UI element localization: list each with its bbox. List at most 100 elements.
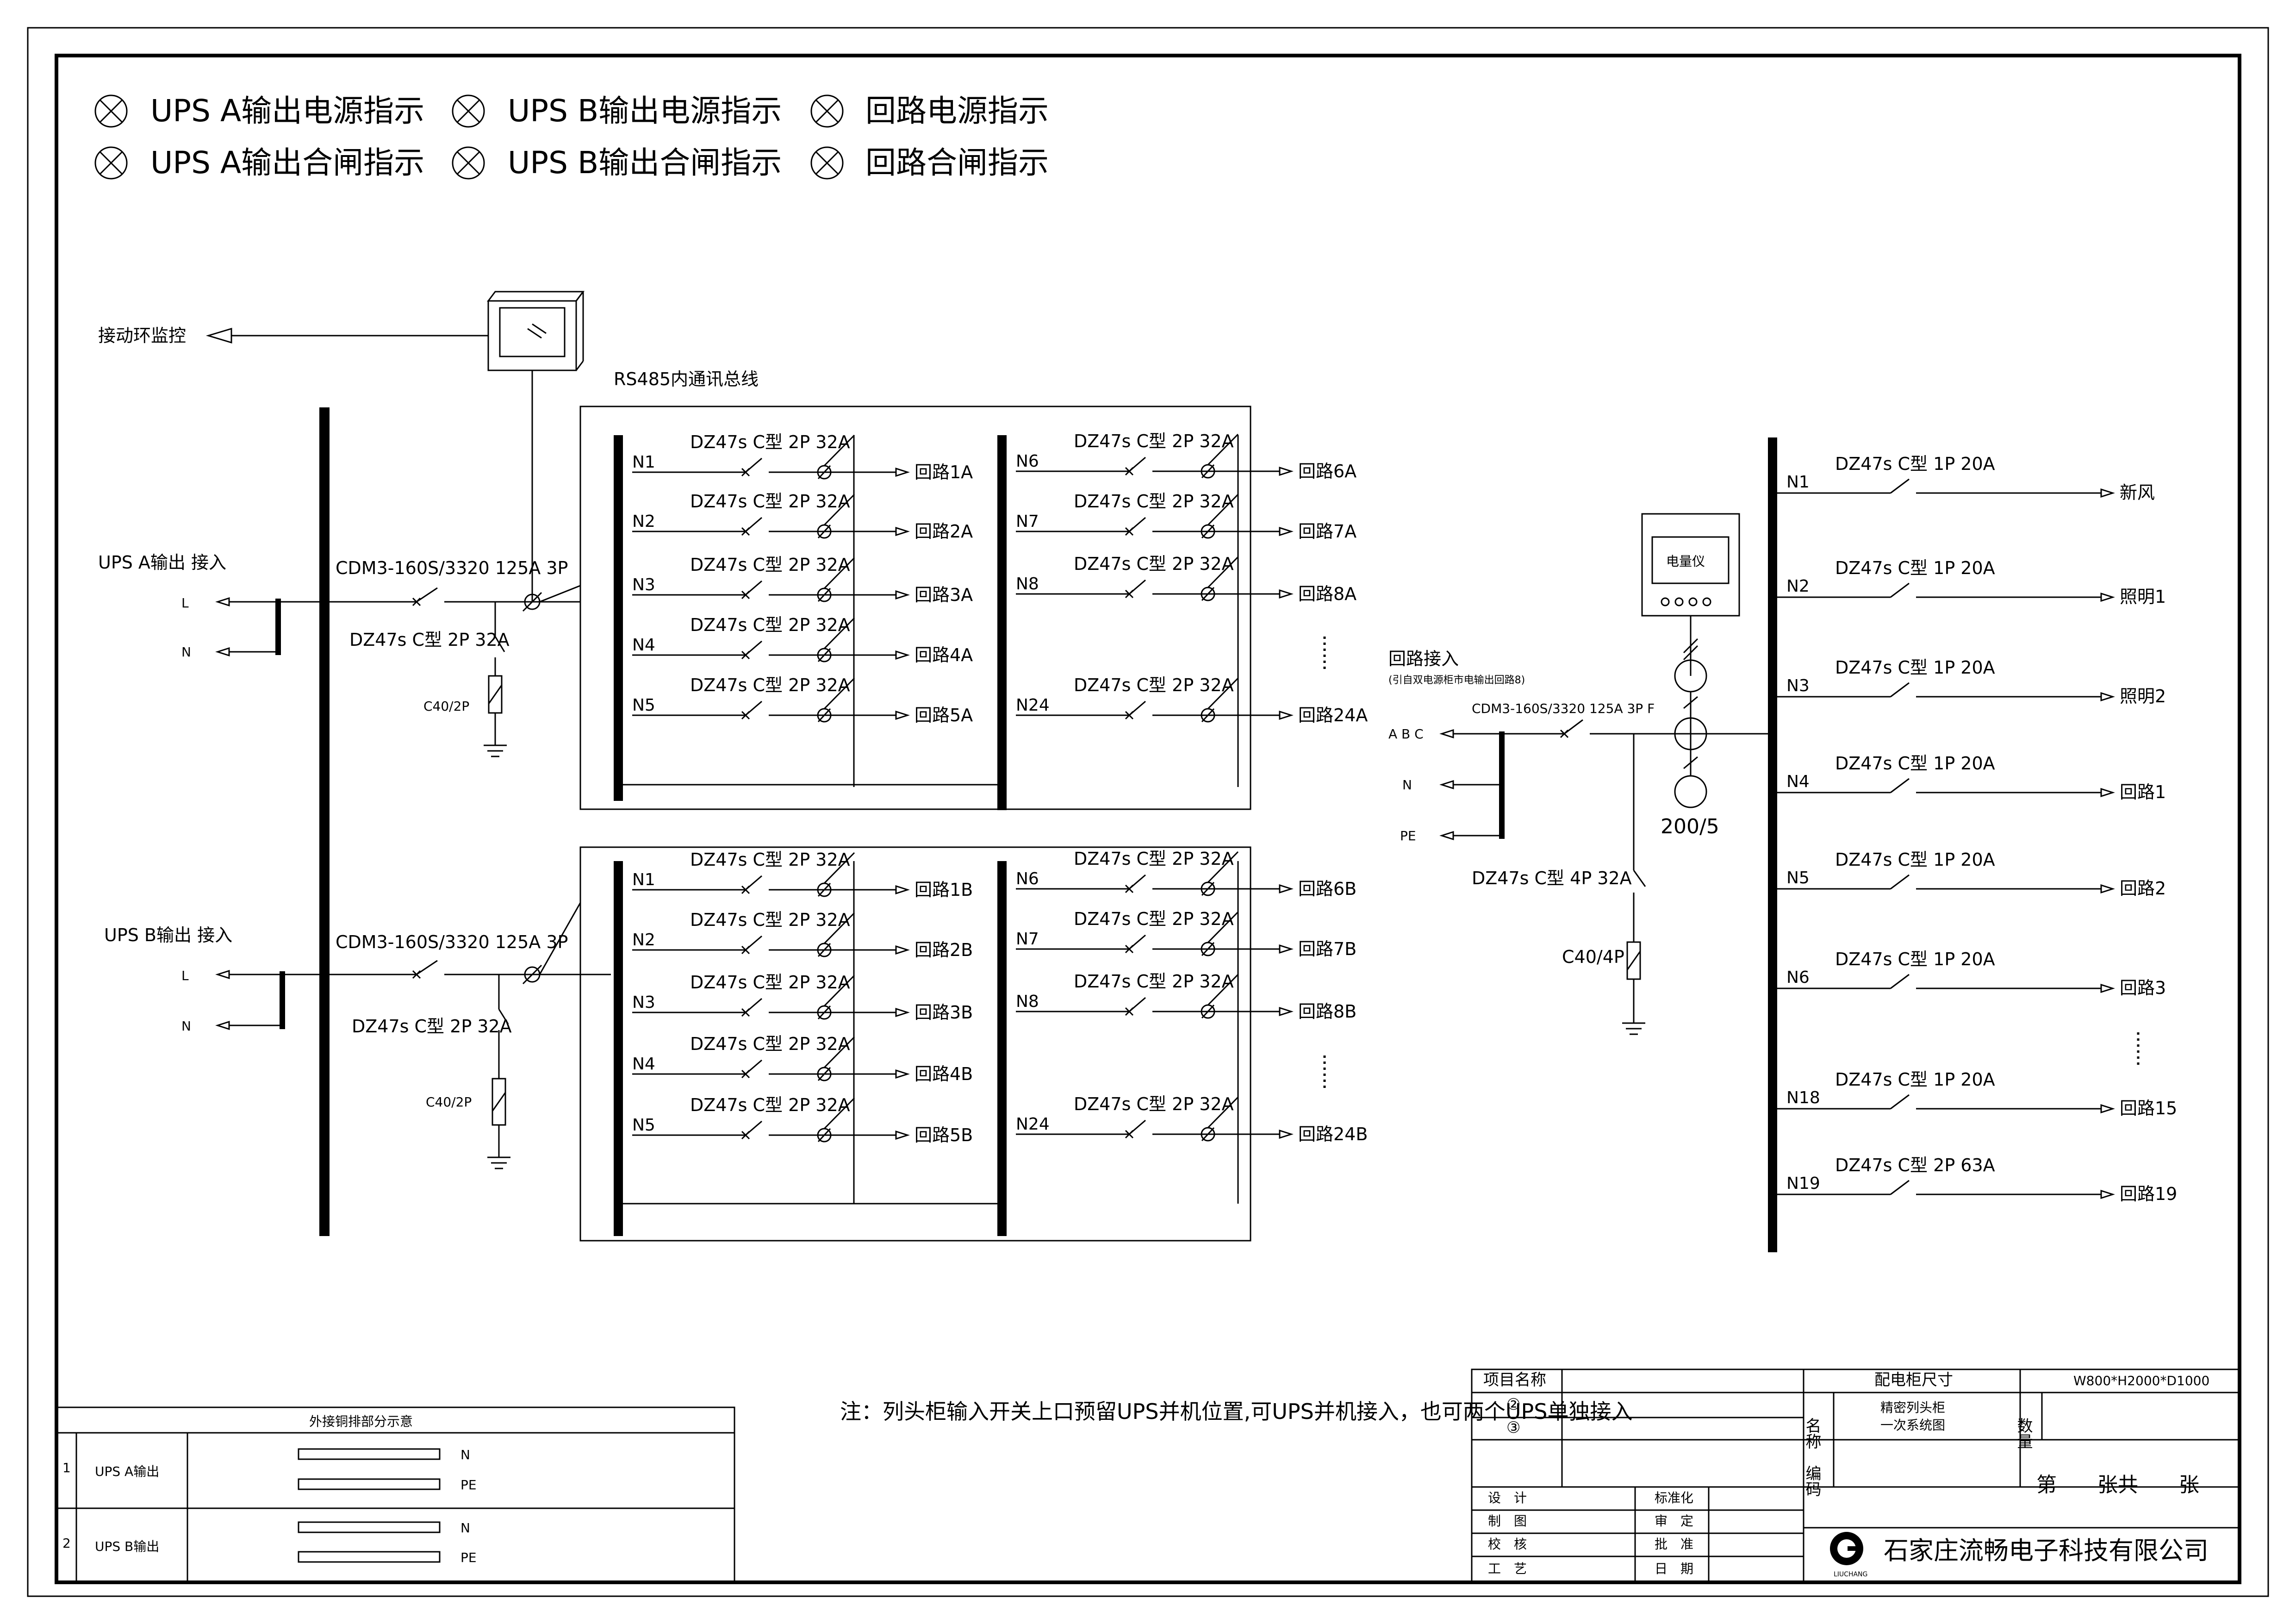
branch-node-label: N5	[632, 1116, 655, 1135]
output-node-label: N4	[1786, 772, 1810, 791]
ups-b-spd-label: C40/2P	[426, 1094, 472, 1110]
output-arrow-icon	[2100, 884, 2115, 894]
output-arrow-icon	[895, 467, 910, 477]
branch-circuit-label: 回路3B	[915, 1002, 973, 1023]
logo-text: LIUCHANG	[1834, 1571, 1867, 1578]
tb-design: 设 计	[1488, 1490, 1527, 1505]
output-arrow-icon	[895, 1069, 910, 1079]
legend-lamp-icon	[452, 94, 485, 128]
branch-circuit-label: 回路24A	[1298, 705, 1368, 725]
company-name: 石家庄流畅电子科技有限公司	[1884, 1536, 2209, 1565]
branch-breaker-label: DZ47s C型 2P 32A	[1074, 909, 1234, 929]
output-arrow-icon	[1279, 1129, 1294, 1139]
branch-breaker-label: DZ47s C型 2P 32A	[690, 555, 850, 575]
branch-node-label: N4	[632, 1055, 655, 1074]
output-circuit-label: 回路1	[2120, 782, 2166, 802]
right-input-subtitle: (引自双电源柜市电输出回路8)	[1388, 675, 1525, 686]
branch-node-label: N5	[632, 696, 655, 715]
ground-icon	[484, 744, 507, 757]
group-a-bus-1	[614, 435, 623, 801]
branch-node-label: N7	[1016, 512, 1039, 531]
input-arrow-icon	[1439, 831, 1454, 841]
ups-a-n-label: N	[181, 644, 191, 660]
branch-node-label: N4	[632, 636, 655, 655]
branch-breaker-label: DZ47s C型 2P 32A	[1074, 971, 1234, 992]
ups-a-main-breaker-label: CDM3-160S/3320 125A 3P	[336, 558, 568, 578]
right-spd-label: C40/4P	[1562, 947, 1624, 967]
output-arrow-icon	[2100, 983, 2115, 993]
output-arrow-icon	[895, 1130, 910, 1140]
output-arrow-icon	[2100, 787, 2115, 798]
output-circuit-label: 回路3	[2120, 978, 2166, 998]
branch-breaker-label: DZ47s C型 2P 32A	[690, 491, 850, 512]
ups-b-input-title: UPS B输出 接入	[104, 925, 232, 945]
output-breaker-label: DZ47s C型 2P 63A	[1835, 1155, 1995, 1175]
tb-row3: ③	[1506, 1418, 1520, 1437]
output-arrow-icon	[1279, 1006, 1294, 1017]
branch-node-label: N24	[1016, 1115, 1050, 1134]
output-arrow-icon	[895, 945, 910, 955]
energy-meter-label: 电量仪	[1666, 554, 1705, 569]
output-circuit-label: 回路15	[2120, 1098, 2177, 1118]
output-arrow-icon	[1279, 944, 1294, 954]
branch-node-label: N8	[1016, 575, 1039, 593]
branch-node-label: N8	[1016, 992, 1039, 1011]
output-node-label: N5	[1786, 868, 1810, 887]
output-circuit-label: 回路19	[2120, 1184, 2177, 1204]
legend-circuit-power: 回路电源指示	[865, 93, 1049, 129]
branch-circuit-label: 回路7B	[1298, 939, 1356, 959]
output-breaker-label: DZ47s C型 1P 20A	[1835, 949, 1995, 969]
branch-breaker-label: DZ47s C型 2P 32A	[1074, 675, 1234, 695]
output-arrow-icon	[1279, 589, 1294, 599]
tb-row2: ②	[1506, 1395, 1520, 1414]
monitor-device-icon	[487, 291, 585, 371]
output-node-label: N6	[1786, 968, 1810, 987]
legend-lamp-icon	[94, 146, 128, 180]
branch-circuit-label: 回路6A	[1298, 461, 1356, 481]
output-arrow-icon	[2100, 592, 2115, 602]
legend-lamp-icon	[452, 146, 485, 180]
ups-a-l-label: L	[181, 595, 189, 611]
output-arrow-icon	[1279, 884, 1294, 894]
ups-a-input-title: UPS A输出 接入	[98, 552, 226, 573]
tb-name-label: 名称	[1803, 1418, 1821, 1449]
branch-node-label: N2	[632, 931, 655, 949]
legend-lamp-icon	[810, 146, 844, 180]
rs485-label: RS485内通讯总线	[614, 369, 759, 389]
tb-sheet: 第 张共 张	[2036, 1473, 2199, 1497]
output-breaker-label: DZ47s C型 1P 20A	[1835, 657, 1995, 678]
ct-ratio-label: 200/5	[1661, 815, 1719, 838]
output-arrow-icon	[895, 710, 910, 720]
right-main-breaker	[1560, 719, 1768, 738]
legend-lamp-icon	[810, 94, 844, 128]
branch-breaker-label: DZ47s C型 2P 32A	[690, 1034, 850, 1054]
ups-b-input-bar	[280, 971, 285, 1029]
output-circuit: N4 DZ47s C型 1P 20A 回路1	[1777, 753, 2166, 802]
right-pe-label: PE	[1400, 828, 1416, 843]
ground-icon	[1622, 1022, 1645, 1035]
copper-bar-label: N	[460, 1520, 470, 1536]
branch-breaker-label: DZ47s C型 2P 32A	[690, 432, 850, 452]
ups-a-input-bar	[275, 599, 281, 655]
legend-circuit-close: 回路合闸指示	[865, 145, 1049, 181]
monitor-label: 接动环监控	[98, 325, 186, 346]
output-breaker-label: DZ47s C型 1P 20A	[1835, 753, 1995, 774]
copper-row-name: UPS B输出	[95, 1539, 159, 1554]
output-circuit: N6 DZ47s C型 1P 20A 回路3	[1777, 949, 2166, 998]
tb-project-label: 项目名称	[1483, 1371, 1546, 1389]
branch-breaker-label: DZ47s C型 2P 32A	[690, 849, 850, 870]
